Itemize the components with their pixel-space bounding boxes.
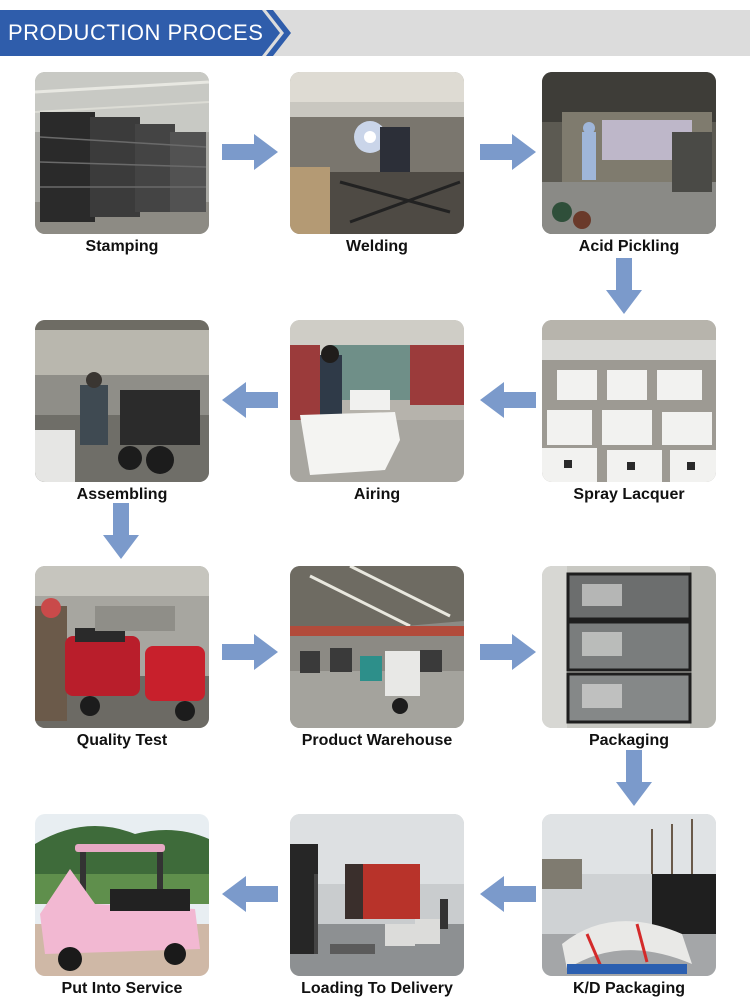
product-warehouse-photo — [290, 566, 464, 728]
loading-to-delivery-photo — [290, 814, 464, 976]
arrow-right-icon — [480, 134, 536, 170]
process-step-put-into-service: Put Into Service — [35, 814, 209, 997]
spray-lacquer-photo — [542, 320, 716, 482]
process-step-spray-lacquer: Spray Lacquer — [542, 320, 716, 503]
banner-chevron-shape — [0, 10, 291, 56]
process-step-product-warehouse: Product Warehouse — [290, 566, 464, 749]
arrow-down-icon — [606, 258, 642, 314]
arrow-right-icon — [480, 634, 536, 670]
arrow-left-icon — [480, 876, 536, 912]
step-label: Welding — [346, 238, 408, 255]
quality-test-photo — [35, 566, 209, 728]
step-label: Stamping — [85, 238, 159, 255]
arrow-right-icon — [222, 634, 278, 670]
step-label: Put Into Service — [61, 980, 183, 997]
process-step-packaging: Packaging — [542, 566, 716, 749]
process-step-acid-pickling: Acid Pickling — [542, 72, 716, 255]
process-step-loading-to-delivery: Loading To Delivery — [290, 814, 464, 997]
put-into-service-photo — [35, 814, 209, 976]
process-step-airing: Airing — [290, 320, 464, 503]
process-step-quality-test: Quality Test — [35, 566, 209, 749]
packaging-photo — [542, 566, 716, 728]
step-label: Spray Lacquer — [573, 486, 685, 503]
step-label: Loading To Delivery — [301, 980, 453, 997]
header-banner: PRODUCTION PROCES — [0, 10, 750, 56]
arrow-right-icon — [222, 134, 278, 170]
step-label: Assembling — [76, 486, 168, 503]
arrow-left-icon — [222, 876, 278, 912]
process-step-stamping: Stamping — [35, 72, 209, 255]
page-title: PRODUCTION PROCES — [8, 20, 264, 45]
welding-photo — [290, 72, 464, 234]
process-step-kd-packaging: K/D Packaging — [542, 814, 716, 997]
step-label: Product Warehouse — [301, 732, 453, 749]
step-label: Acid Pickling — [578, 238, 680, 255]
stamping-photo — [35, 72, 209, 234]
arrow-down-icon — [616, 750, 652, 806]
process-step-welding: Welding — [290, 72, 464, 255]
step-label: Packaging — [588, 732, 670, 749]
step-label: Quality Test — [76, 732, 168, 749]
acid-pickling-photo — [542, 72, 716, 234]
step-label: Airing — [353, 486, 401, 503]
arrow-left-icon — [222, 382, 278, 418]
arrow-left-icon — [480, 382, 536, 418]
arrow-down-icon — [103, 503, 139, 559]
process-step-assembling: Assembling — [35, 320, 209, 503]
assembling-photo — [35, 320, 209, 482]
step-label: K/D Packaging — [572, 980, 686, 997]
kd-packaging-photo — [542, 814, 716, 976]
airing-photo — [290, 320, 464, 482]
